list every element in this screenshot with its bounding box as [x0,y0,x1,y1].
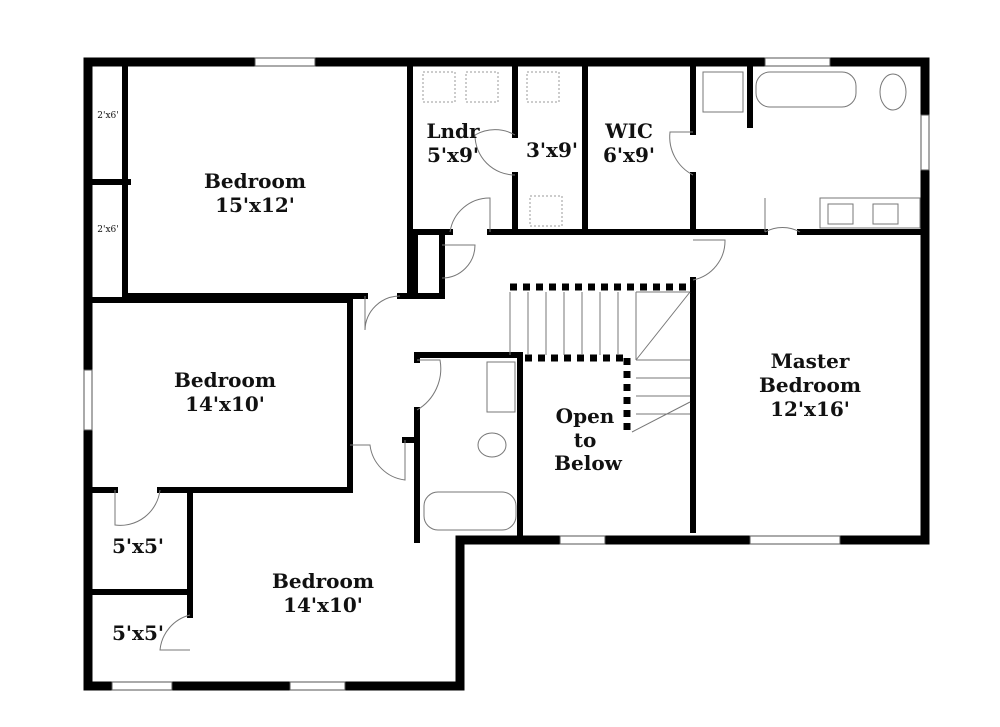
closet-2x6a-size: 2'x6' [97,111,118,121]
room-labels: Bedroom 15'x12' Bedroom 14'x10' Bedroom … [97,111,861,645]
closet-2x6b-size: 2'x6' [97,225,118,235]
master-size: 12'x16' [770,397,850,421]
open-line3: Below [554,451,623,475]
master-name2: Bedroom [759,373,861,397]
bedroom2-size: 14'x10' [185,392,265,416]
wic-name: WIC [604,119,653,143]
closet-5x5b-size: 5'x5' [112,621,164,645]
doors [114,129,801,651]
bedroom2-name: Bedroom [174,368,276,392]
staircase [509,283,691,435]
bedroom3-name: Bedroom [272,569,374,593]
open-line2: to [574,428,597,452]
fixtures [422,71,921,531]
interior-walls [85,59,928,618]
wic-size: 6'x9' [603,143,655,167]
bedroom1-size: 15'x12' [215,193,295,217]
closet-3x9-size: 3'x9' [526,138,578,162]
windows [83,57,930,691]
closet-5x5a-size: 5'x5' [112,534,164,558]
laundry-size: 5'x9' [427,143,479,167]
bedroom3-size: 14'x10' [283,593,363,617]
laundry-name: Lndr [426,119,480,143]
bedroom1-name: Bedroom [204,169,306,193]
exterior-walls [83,57,930,691]
master-name1: Master [771,349,850,373]
open-line1: Open [556,404,615,428]
